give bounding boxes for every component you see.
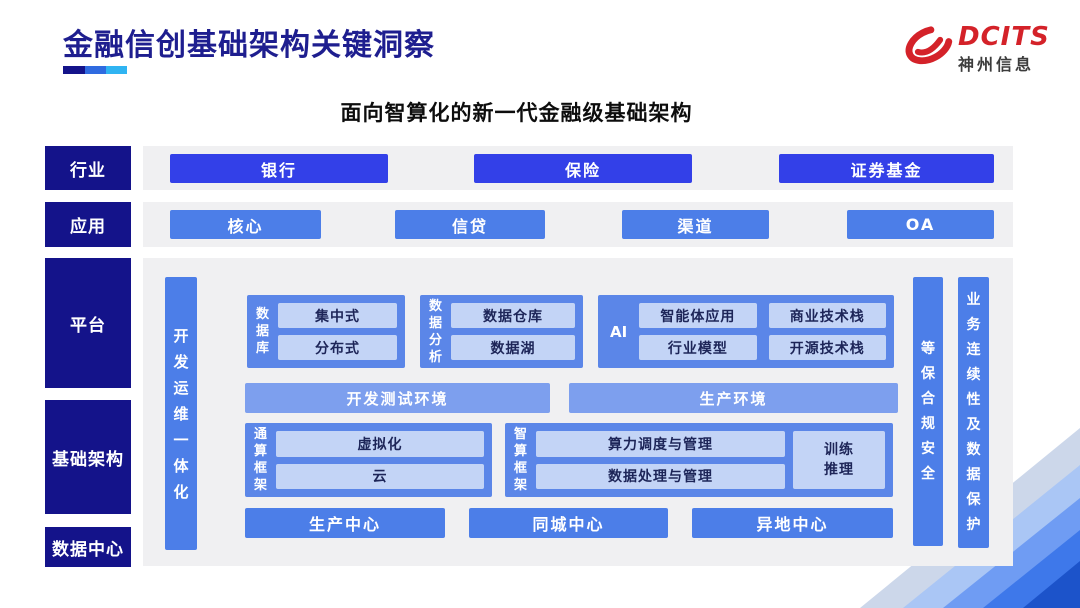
row-label-application: 应用: [45, 202, 131, 247]
underline-segment-light: [106, 66, 127, 74]
center-production: 生产中心: [245, 508, 445, 538]
framework-item-cloud: 云: [276, 463, 484, 489]
group-general-framework: 通算框架 虚拟化 云: [245, 423, 492, 497]
ai-item-industry-model: 行业模型: [639, 335, 757, 360]
security-compliance-bar: 等保合规安全: [913, 277, 943, 546]
security-compliance-label: 等保合规安全: [921, 340, 935, 482]
ai-item-agent-application: 智能体应用: [639, 303, 757, 328]
application-item-core: 核心: [170, 210, 321, 239]
devops-integration-bar: 开发运维一体化: [165, 277, 197, 550]
framework-item-data-processing: 数据处理与管理: [536, 463, 785, 489]
ai-item-commercial-stack: 商业技术栈: [768, 303, 886, 328]
industry-item-insurance: 保险: [474, 154, 692, 183]
group-general-framework-label: 通算框架: [253, 427, 267, 493]
diagram-title: 面向智算化的新一代金融级基础架构: [340, 101, 693, 125]
industry-item-securities-funds: 证券基金: [779, 154, 994, 183]
title-underline: [63, 66, 127, 74]
logo-brand-text: DCITS: [958, 22, 1050, 52]
devops-integration-label: 开发运维一体化: [173, 326, 189, 501]
group-ai-framework-label: 智算框架: [513, 427, 527, 493]
row-label-datacenter: 数据中心: [45, 527, 131, 567]
database-item-distributed: 分布式: [278, 335, 397, 360]
framework-item-compute-scheduling: 算力调度与管理: [536, 431, 785, 457]
dcits-swirl-icon: [905, 25, 953, 65]
underline-segment-dark: [63, 66, 85, 74]
database-item-centralized: 集中式: [278, 303, 397, 328]
env-bar-production: 生产环境: [569, 383, 898, 413]
application-item-oa: OA: [847, 210, 994, 239]
row-label-platform: 平台: [45, 258, 131, 388]
group-data-analytics: 数据分析 数据仓库 数据湖: [420, 295, 583, 368]
group-ai-label: AI: [610, 322, 628, 341]
underline-segment-medium: [85, 66, 106, 74]
framework-item-training-inference: 训练 推理: [793, 431, 885, 489]
business-continuity-bar: 业务连续性及数据保护: [958, 277, 989, 548]
application-item-channel: 渠道: [622, 210, 769, 239]
center-same-city: 同城中心: [469, 508, 668, 538]
env-bar-dev-test: 开发测试环境: [245, 383, 550, 413]
framework-item-virtualization: 虚拟化: [276, 431, 484, 457]
group-database: 数据库 集中式 分布式: [247, 295, 405, 368]
row-label-industry: 行业: [45, 146, 131, 190]
application-item-credit: 信贷: [395, 210, 545, 239]
row-label-infrastructure: 基础架构: [45, 400, 131, 514]
analytics-item-data-warehouse: 数据仓库: [451, 303, 575, 328]
industry-item-bank: 银行: [170, 154, 388, 183]
page-title: 金融信创基础架构关键洞察: [63, 28, 435, 63]
group-data-analytics-label: 数据分析: [428, 298, 442, 365]
analytics-item-data-lake: 数据湖: [451, 335, 575, 360]
ai-item-opensource-stack: 开源技术栈: [768, 335, 886, 360]
center-remote: 异地中心: [692, 508, 893, 538]
logo-company-text: 神州信息: [958, 55, 1035, 74]
group-database-label: 数据库: [255, 307, 269, 356]
group-ai: AI 智能体应用 商业技术栈 行业模型 开源技术栈: [598, 295, 894, 368]
business-continuity-label: 业务连续性及数据保护: [966, 291, 981, 533]
group-ai-framework: 智算框架 算力调度与管理 数据处理与管理 训练 推理: [505, 423, 893, 497]
